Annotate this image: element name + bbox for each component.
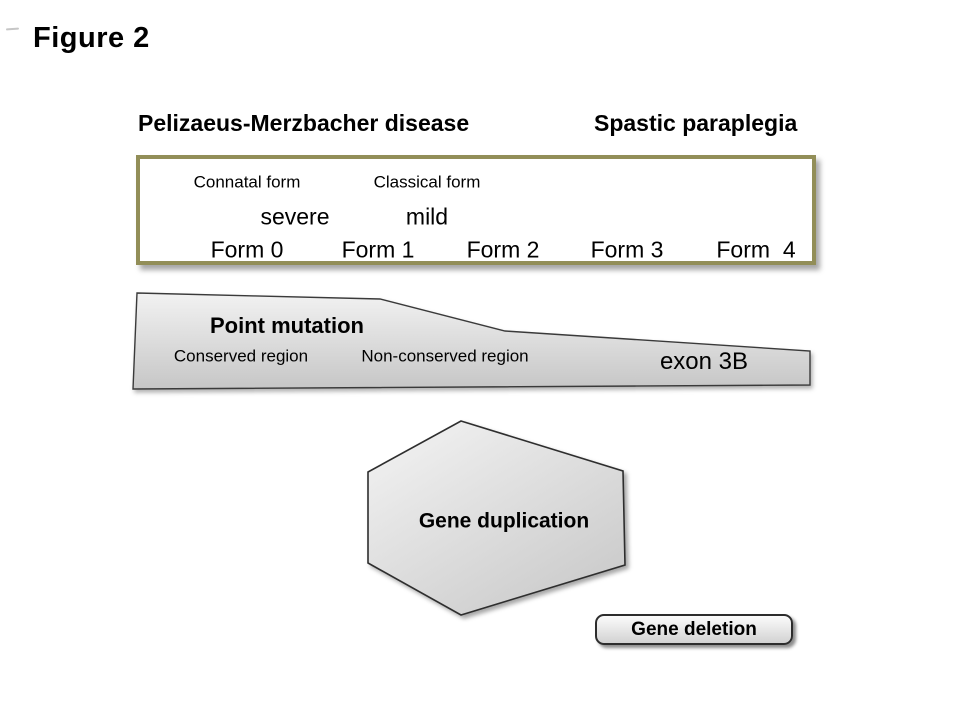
label-point-mutation: Point mutation <box>210 312 364 338</box>
label-gene-deletion: Gene deletion <box>631 618 757 640</box>
label-conserved-region: Conserved region <box>173 346 309 366</box>
label-gene-duplication: Gene duplication <box>418 509 590 533</box>
severity-box <box>136 155 816 265</box>
label-classical-form: Classical form <box>373 172 481 192</box>
label-non-conserved-region: Non-conserved region <box>361 346 529 366</box>
label-form-3: Form 3 <box>590 236 664 263</box>
label-connatal-form: Connatal form <box>193 172 301 192</box>
label-form-0: Form 0 <box>210 236 284 263</box>
label-form-4: Form 4 <box>716 236 796 263</box>
gene-deletion-box: Gene deletion <box>595 614 793 645</box>
label-exon-3b: exon 3B <box>659 347 749 375</box>
figure-title: Figure 2 <box>33 22 150 54</box>
heading-pelizaeus-merzbacher: Pelizaeus-Merzbacher disease <box>138 110 470 136</box>
heading-spastic-paraplegia: Spastic paraplegia <box>594 110 798 136</box>
label-severe: severe <box>260 203 330 230</box>
label-form-1: Form 1 <box>341 236 415 263</box>
stray-mark <box>5 27 20 31</box>
label-mild: mild <box>405 203 449 230</box>
label-form-2: Form 2 <box>466 236 540 263</box>
